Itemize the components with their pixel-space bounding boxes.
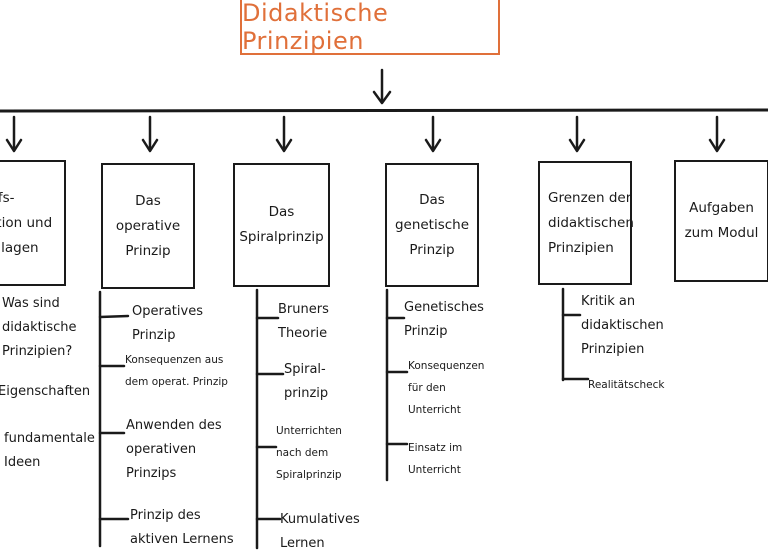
node-spiralprinzip[interactable]: Das Spiralprinzip [233,163,330,287]
branch-item: fundamentale Ideen [4,431,95,470]
branch-item: Einsatz im Unterricht [408,442,463,476]
branch-item: Kumulatives Lernen [280,512,360,551]
node-genetisches-prinzip[interactable]: Das genetische Prinzip [385,163,479,287]
node-aufgaben[interactable]: Aufgaben zum Modul [674,160,768,282]
branch-item: Spiral- prinzip [284,362,329,401]
branch-item: Unterrichten nach dem Spiralprinzip [276,425,342,481]
branch-item: Eigenschaften [0,384,91,399]
node-label: Aufgaben zum Modul [684,200,759,241]
node-grenzen[interactable]: Grenzen der didaktischen Prinzipien [538,161,634,285]
title-arrowhead [372,90,392,105]
node-label: Das operative Prinzip [115,192,181,259]
branch-item: Kritik an didaktischen Prinzipien [581,294,664,357]
node-label: Das Spiralprinzip [239,204,324,245]
branch-item: Anwenden des operativen Prinzips [126,418,222,481]
branch-item: Realitätscheck [588,379,665,391]
title-box: Didaktische Prinzipien [240,0,500,55]
branch-item: Operatives Prinzip [132,304,203,343]
branch-item: Was sind didaktische Prinzipien? [2,296,77,359]
branch-item: Genetisches Prinzip [404,300,484,339]
branch-item: Konsequenzen für den Unterricht [408,360,485,416]
branch-item: Bruners Theorie [278,302,329,341]
node-operatives-prinzip[interactable]: Das operative Prinzip [101,163,195,289]
branch-item: Konsequenzen aus dem operat. Prinzip [125,354,228,388]
page-title: Didaktische Prinzipien [242,0,389,55]
main-bar [0,108,768,113]
node-label: Das genetische Prinzip [394,191,470,258]
node-label: Grenzen der didaktischen Prinzipien [548,189,634,256]
branch-ticks [98,313,590,521]
node-arrows [5,115,726,153]
branch-item: Prinzip des aktiven Lernens [130,508,234,547]
